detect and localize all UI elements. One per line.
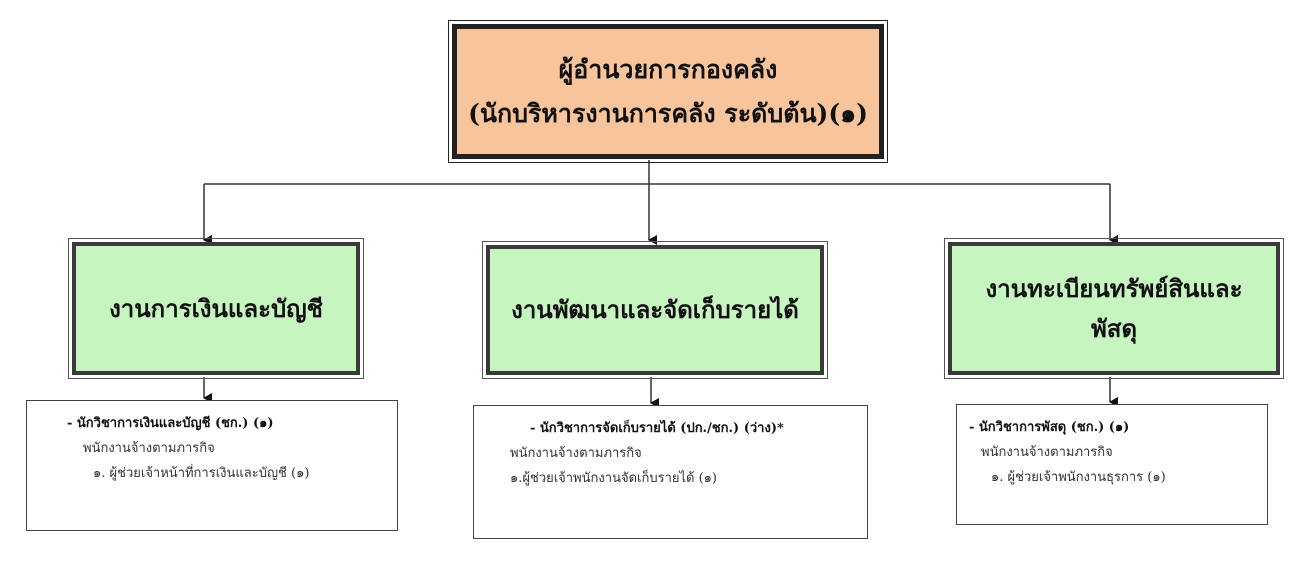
staff-box-finance: - นักวิชาการเงินและบัญชี (ชก.) (๑) พนักง…	[26, 400, 398, 531]
dept-finance-label: งานการเงินและบัญชี	[109, 293, 323, 323]
staff-revenue-subhead: พนักงานจ้างตามภารกิจ	[510, 446, 642, 461]
staff-finance-subhead: พนักงานจ้างตามภารกิจ	[83, 441, 215, 456]
staff-revenue-item: ๑.ผู้ช่วยเจ้าพนักงานจัดเก็บรายได้ (๑)	[510, 471, 717, 486]
director-title: ผู้อำนวยการกองคลัง	[558, 54, 778, 84]
dept-box-revenue: งานพัฒนาและจัดเก็บรายได้	[482, 241, 828, 379]
dept-revenue-label: งานพัฒนาและจัดเก็บรายได้	[511, 295, 799, 324]
dept-box-finance: งานการเงินและบัญชี	[68, 238, 364, 379]
director-subtitle: (นักบริหารงานการคลัง ระดับต้น)(๑)	[468, 98, 868, 128]
staff-assets-head: - นักวิชาการพัสดุ (ชก.) (๑)	[969, 420, 1130, 435]
director-box: ผู้อำนวยการกองคลัง (นักบริหารงานการคลัง …	[448, 20, 888, 163]
staff-revenue-head: - นักวิชาการจัดเก็บรายได้ (ปก./ชก.) (ว่า…	[530, 421, 784, 436]
dept-assets-label-line1: งานทะเบียนทรัพย์สินและ	[985, 273, 1243, 303]
staff-finance-item: ๑. ผู้ช่วยเจ้าหน้าที่การเงินและบัญชี (๑)	[93, 466, 310, 481]
dept-assets-label-line2: พัสดุ	[1090, 313, 1138, 343]
staff-box-assets: - นักวิชาการพัสดุ (ชก.) (๑) พนักงานจ้างต…	[956, 404, 1268, 525]
staff-finance-head: - นักวิชาการเงินและบัญชี (ชก.) (๑)	[67, 416, 274, 431]
staff-box-revenue: - นักวิชาการจัดเก็บรายได้ (ปก./ชก.) (ว่า…	[473, 405, 868, 539]
staff-assets-subhead: พนักงานจ้างตามภารกิจ	[981, 445, 1113, 460]
dept-box-assets: งานทะเบียนทรัพย์สินและ พัสดุ	[944, 238, 1284, 379]
staff-assets-item: ๑. ผู้ช่วยเจ้าพนักงานธุรการ (๑)	[991, 470, 1166, 485]
